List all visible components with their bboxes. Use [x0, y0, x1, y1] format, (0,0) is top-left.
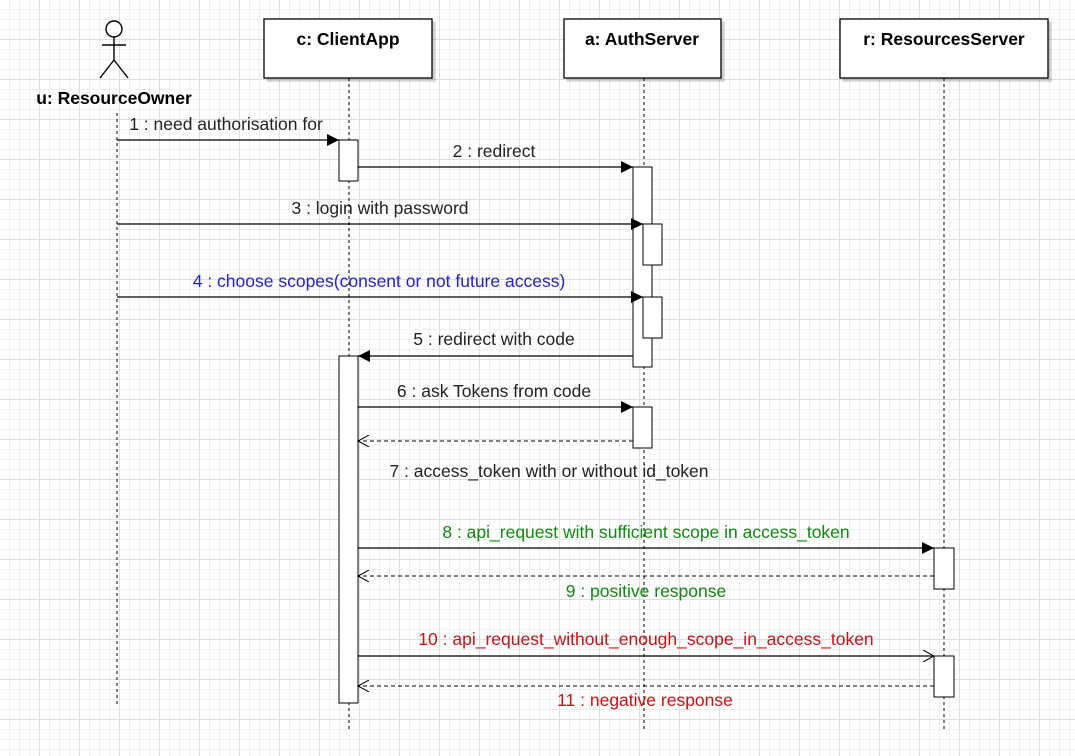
message-label-6: 6 : ask Tokens from code	[397, 381, 591, 401]
participant-client-app[interactable]: c: ClientApp	[263, 18, 433, 79]
message-label-10: 10 : api_request_without_enough_scope_in…	[418, 629, 873, 650]
activation-auth-server-2[interactable]	[642, 223, 663, 266]
participant-label-client-app: c: ClientApp	[296, 29, 399, 49]
participant-auth-server[interactable]: a: AuthServer	[563, 18, 722, 79]
message-label-1: 1 : need authorisation for	[129, 114, 323, 134]
message-label-11: 11 : negative response	[557, 690, 733, 710]
message-label-4: 4 : choose scopes(consent or not future …	[193, 271, 566, 291]
participant-resources-server[interactable]: r: ResourcesServer	[839, 18, 1049, 79]
activation-resources-server-2[interactable]	[933, 655, 955, 698]
participant-label-resources-server: r: ResourcesServer	[863, 29, 1025, 49]
participant-label-resource-owner: u: ResourceOwner	[36, 88, 192, 108]
message-label-9: 9 : positive response	[566, 581, 727, 601]
message-label-2: 2 : redirect	[453, 141, 536, 161]
activation-auth-server-3[interactable]	[642, 296, 663, 339]
message-label-7: 7 : access_token with or without id_toke…	[389, 461, 708, 482]
participant-label-auth-server: a: AuthServer	[585, 29, 699, 49]
actor-resource-owner[interactable]: u: ResourceOwner	[36, 20, 192, 108]
message-label-5: 5 : redirect with code	[413, 329, 574, 349]
activation-resources-server-1[interactable]	[933, 547, 955, 590]
message-label-3: 3 : login with password	[291, 198, 468, 218]
message-label-8: 8 : api_request with sufficient scope in…	[442, 522, 849, 543]
activation-client-app-1[interactable]	[338, 139, 359, 182]
activation-auth-server-4[interactable]	[632, 406, 653, 449]
activation-client-app-2[interactable]	[338, 355, 359, 704]
stick-figure-icon	[99, 20, 129, 79]
